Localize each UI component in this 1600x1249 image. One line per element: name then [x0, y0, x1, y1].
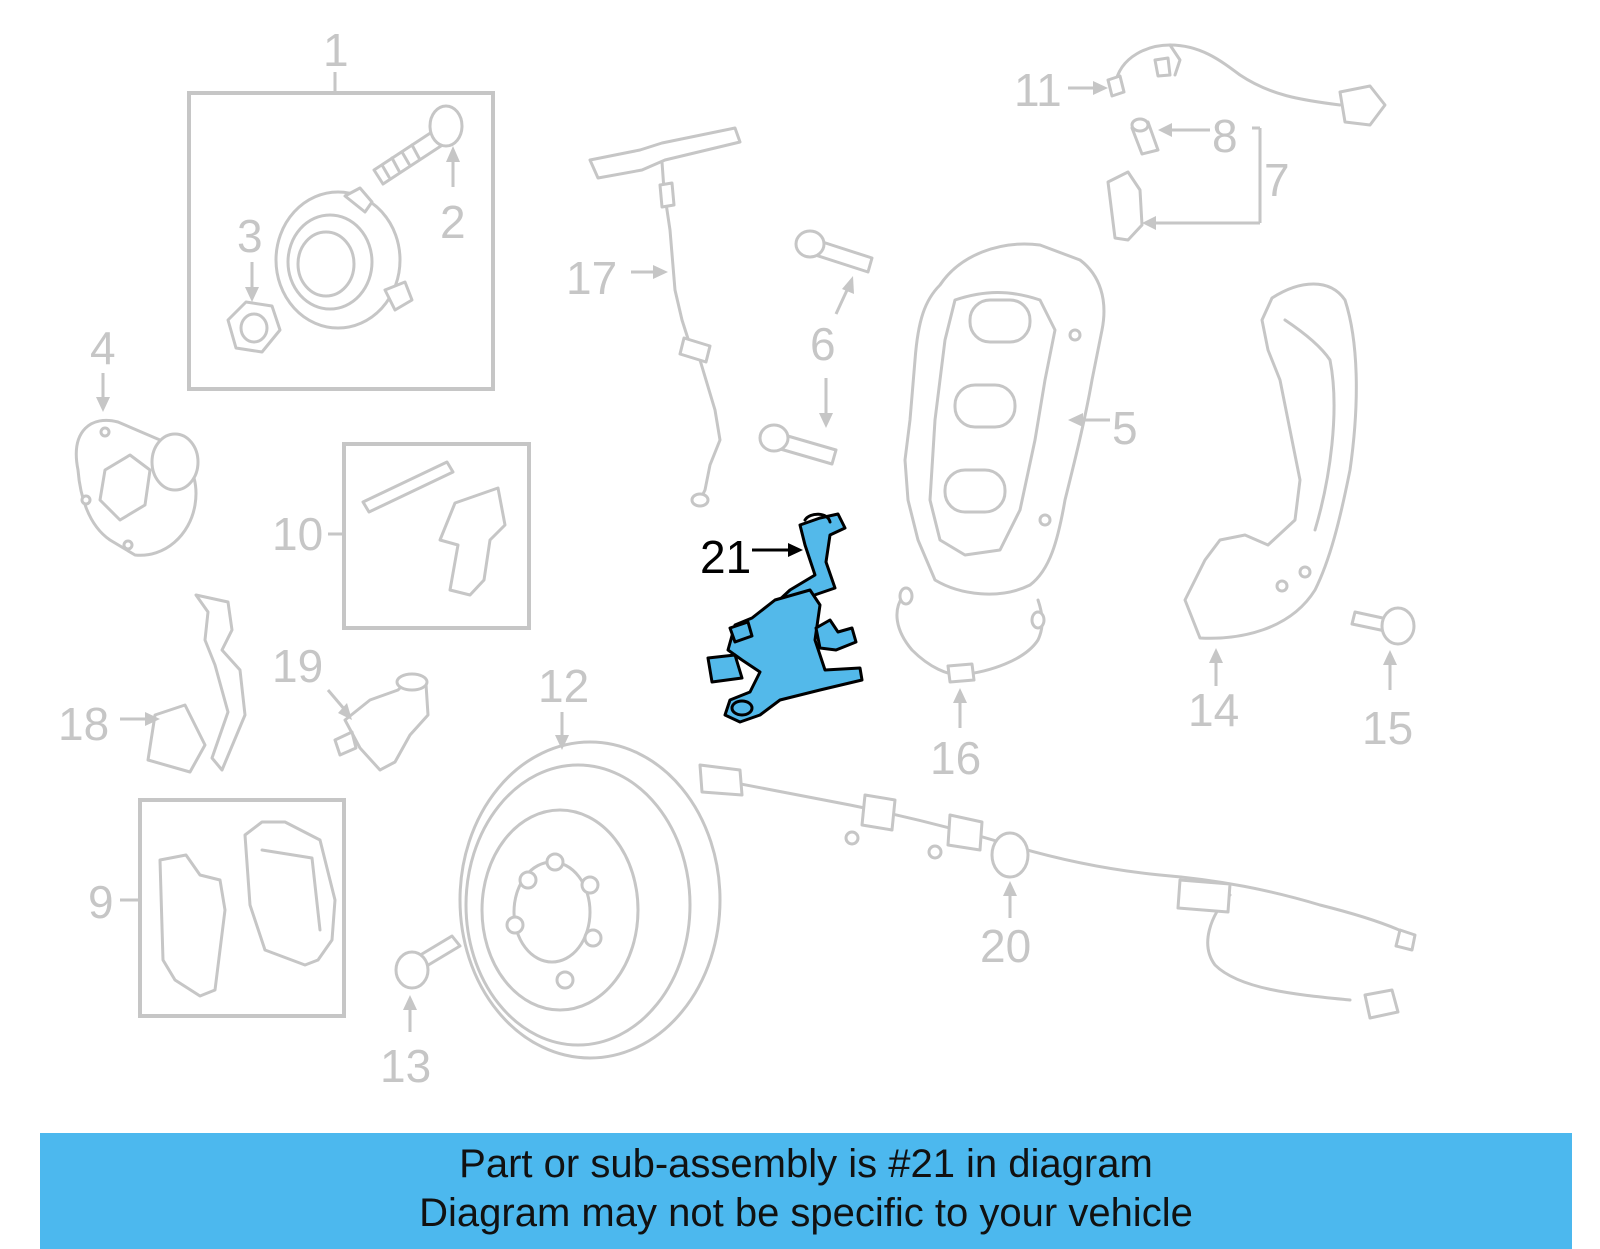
- callout-7: 7: [1264, 154, 1290, 206]
- group-box-9: [138, 798, 346, 1018]
- bracket-tab-right: [814, 618, 858, 652]
- bracket-top-tab: [728, 620, 754, 644]
- brake-line-bracket-part: [706, 512, 864, 724]
- brake-pads-group: [120, 798, 346, 1018]
- hub-flange-part: [74, 373, 200, 557]
- callout-9: 9: [88, 876, 114, 928]
- brake-rotor-part: [458, 712, 722, 1060]
- pad-hardware-group: [328, 442, 531, 630]
- group-box-1: [187, 91, 495, 391]
- callout-18: 18: [58, 698, 109, 750]
- callout-19: 19: [272, 640, 323, 692]
- callout-12: 12: [538, 660, 589, 712]
- hub-assembly-group: [187, 72, 495, 391]
- callout-14: 14: [1188, 684, 1239, 736]
- bracket-body: [723, 588, 864, 724]
- splash-shield-part: [1183, 282, 1358, 686]
- wheel-bearing-part: [274, 186, 414, 330]
- callout-6: 6: [810, 318, 836, 370]
- hub-bolt-part: [372, 104, 464, 186]
- callout-13: 13: [380, 1040, 431, 1092]
- bleeder-valve-part: [1106, 117, 1262, 242]
- info-banner: Part or sub-assembly is #21 in diagram D…: [40, 1133, 1572, 1249]
- callout-16: 16: [930, 732, 981, 784]
- callout-2: 2: [440, 196, 466, 248]
- callout-15: 15: [1362, 702, 1413, 754]
- brake-clip-part: [120, 593, 247, 774]
- callout-20: 20: [980, 920, 1031, 972]
- wear-sensor-plug-part: [326, 672, 430, 772]
- brake-hose-part: [588, 126, 742, 508]
- callout-21: 21: [700, 531, 751, 583]
- bracket-tab-left: [706, 653, 744, 684]
- hub-nut-part: [226, 300, 282, 354]
- sensor-lead-part: [1068, 43, 1387, 127]
- callout-3: 3: [237, 210, 263, 262]
- bracket-hole: [730, 699, 754, 717]
- shield-bolt-part: [1350, 606, 1416, 690]
- abs-harness-part: [698, 763, 1417, 1020]
- caliper-bolts-part: [758, 229, 874, 466]
- callout-17: 17: [566, 252, 617, 304]
- rotor-screw-part: [394, 934, 462, 1032]
- wear-sensor-part: [895, 586, 1046, 728]
- group-box-10: [342, 442, 531, 630]
- banner-line-part-number: Part or sub-assembly is #21 in diagram: [459, 1142, 1153, 1186]
- banner-line-disclaimer: Diagram may not be specific to your vehi…: [419, 1191, 1193, 1235]
- callout-10: 10: [272, 508, 323, 560]
- callout-1: 1: [323, 24, 349, 76]
- callout-8: 8: [1212, 110, 1238, 162]
- brake-caliper-part: [903, 242, 1110, 596]
- callout-4: 4: [90, 322, 116, 374]
- callout-11: 11: [1014, 64, 1062, 116]
- callout-5: 5: [1112, 402, 1138, 454]
